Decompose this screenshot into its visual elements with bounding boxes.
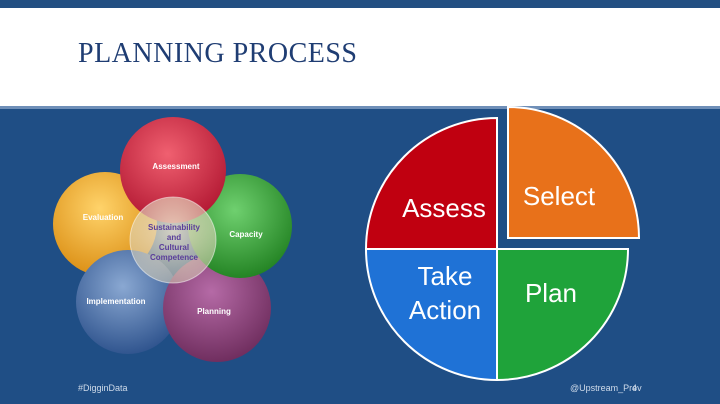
title-bar — [0, 8, 720, 106]
top-band — [0, 0, 720, 8]
accent-line — [0, 106, 720, 109]
quadrant-label-select: Select — [523, 181, 596, 211]
petal-assessment — [120, 117, 226, 223]
petal-label-capacity: Capacity — [229, 230, 263, 239]
page-number: 4 — [632, 383, 638, 393]
petal-diagram: Assessment Capacity Planning Implementat… — [53, 117, 292, 362]
quadrant-label-assess: Assess — [402, 193, 486, 223]
quadrant-label-action: Action — [409, 295, 481, 325]
footer-handle: @Upstream_Prev — [570, 383, 642, 393]
quadrant-assess — [364, 116, 498, 250]
center-circle — [129, 196, 217, 284]
quadrant-select — [507, 105, 641, 239]
petal-label-implementation: Implementation — [86, 297, 145, 306]
slide-title: PLANNING PROCESS — [78, 38, 358, 69]
center-label-line-2: and — [167, 233, 181, 242]
footer-hashtag: #DigginData — [78, 383, 128, 393]
quadrant-plan — [496, 248, 630, 382]
petal-label-evaluation: Evaluation — [83, 213, 124, 222]
center-label-line-3: Cultural — [159, 243, 189, 252]
center-label-line-4: Competence — [150, 253, 199, 262]
quadrant-label-plan: Plan — [525, 278, 577, 308]
petal-label-planning: Planning — [197, 307, 231, 316]
quadrant-label-take: Take — [418, 261, 473, 291]
petal-label-assessment: Assessment — [152, 162, 199, 171]
petal-planning — [163, 254, 271, 362]
pie-diagram: Assess Select Plan Take Action — [364, 105, 641, 382]
quadrant-take-action — [364, 248, 498, 382]
center-label-line-1: Sustainability — [148, 223, 201, 232]
